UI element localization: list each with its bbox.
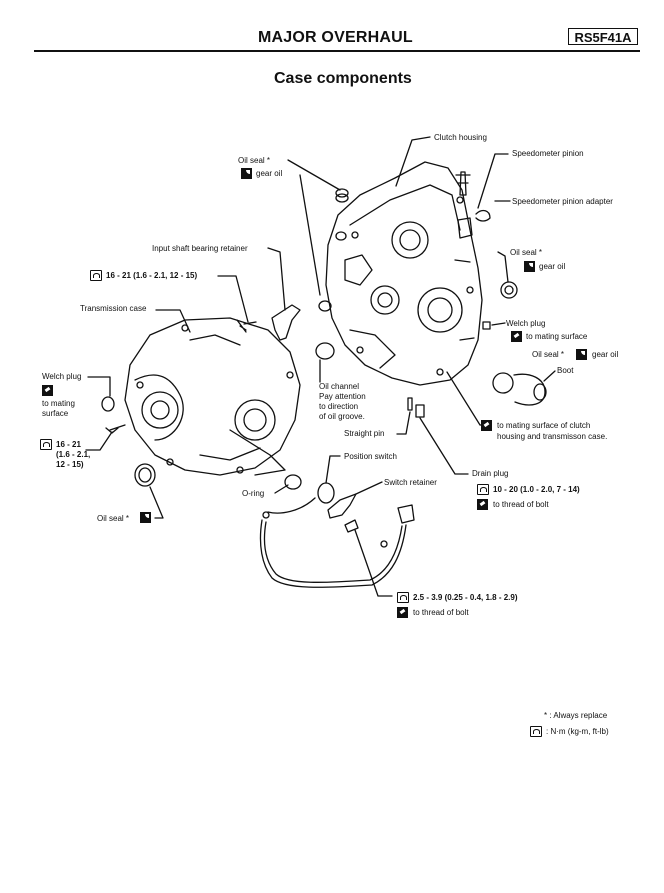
model-code-badge: RS5F41A <box>568 28 638 45</box>
label-torque-left-2: (1.6 - 2.1, <box>56 450 91 459</box>
torque-wrench-icon <box>90 270 102 281</box>
sealant-bolt-icon <box>511 331 522 342</box>
sealant-bolt-icon <box>397 607 408 618</box>
label-straight-pin: Straight pin <box>344 429 385 438</box>
sealant-bolt-icon <box>481 420 492 431</box>
label-oil-seal-right: Oil seal * <box>510 248 543 257</box>
label-speedometer-pinion: Speedometer pinion <box>512 149 584 158</box>
page-title: MAJOR OVERHAUL <box>258 29 413 46</box>
label-welch-plug-left: Welch plug <box>42 372 82 381</box>
label-oil-channel-4: of oil groove. <box>319 412 365 421</box>
sealant-icon <box>140 512 151 523</box>
label-gear-oil-right: gear oil <box>539 262 566 271</box>
label-oil-channel-3: to direction <box>319 402 359 411</box>
torque-wrench-icon <box>397 592 409 603</box>
label-boot: Boot <box>557 366 574 375</box>
label-drain-thread: to thread of bolt <box>493 500 549 509</box>
torque-wrench-icon <box>477 484 489 495</box>
label-switch-thread: to thread of bolt <box>413 608 469 617</box>
label-mating-left-2: surface <box>42 409 69 418</box>
torque-wrench-icon <box>40 439 52 450</box>
label-drain-plug: Drain plug <box>472 469 509 478</box>
label-torque-left-3: 12 - 15) <box>56 460 84 469</box>
clutch-housing-shape <box>325 161 483 386</box>
label-clutch-housing: Clutch housing <box>434 133 487 142</box>
sealant-bolt-icon <box>477 499 488 510</box>
label-gear-oil-boot: gear oil <box>592 350 619 359</box>
label-oil-seal-boot: Oil seal * <box>532 350 565 359</box>
label-oil-channel-2: Pay attention <box>319 392 366 401</box>
label-welch-plug-right: Welch plug <box>506 319 546 328</box>
label-transmission-case: Transmission case <box>80 304 147 313</box>
sealant-icon <box>524 261 535 272</box>
label-mating-clutch-1: to mating surface of clutch <box>497 421 591 430</box>
label-input-shaft-bearing-retainer: Input shaft bearing retainer <box>152 244 248 253</box>
label-torque-retainer: 16 - 21 (1.6 - 2.1, 12 - 15) <box>106 271 198 280</box>
label-torque-left-1: 16 - 21 <box>56 440 81 449</box>
label-oil-seal-bottom: Oil seal * <box>97 514 130 523</box>
section-title: Case components <box>274 70 412 87</box>
label-mating-surface-right: to mating surface <box>526 332 588 341</box>
sealant-icon <box>576 349 587 360</box>
label-speedometer-pinion-adapter: Speedometer pinion adapter <box>512 197 613 206</box>
header-divider <box>34 50 640 52</box>
label-gear-oil-top: gear oil <box>256 169 283 178</box>
label-switch-torque: 2.5 - 3.9 (0.25 - 0.4, 1.8 - 2.9) <box>413 593 518 602</box>
legend-always-replace: * : Always replace <box>544 711 608 720</box>
transmission-case-shape <box>124 317 301 476</box>
torque-wrench-icon <box>530 726 542 737</box>
sealant-icon <box>241 168 252 179</box>
label-mating-clutch-2: housing and transmisson case. <box>497 432 608 441</box>
label-mating-left-1: to mating <box>42 399 75 408</box>
label-o-ring: O-ring <box>242 489 265 498</box>
legend-units: : N·m (kg-m, ft-lb) <box>546 727 609 736</box>
label-position-switch: Position switch <box>344 452 397 461</box>
sealant-bolt-icon <box>42 385 53 396</box>
label-oil-seal-top: Oil seal * <box>238 156 271 165</box>
label-oil-channel-1: Oil channel <box>319 382 360 391</box>
label-switch-retainer: Switch retainer <box>384 478 437 487</box>
label-drain-torque: 10 - 20 (1.0 - 2.0, 7 - 14) <box>493 485 580 494</box>
